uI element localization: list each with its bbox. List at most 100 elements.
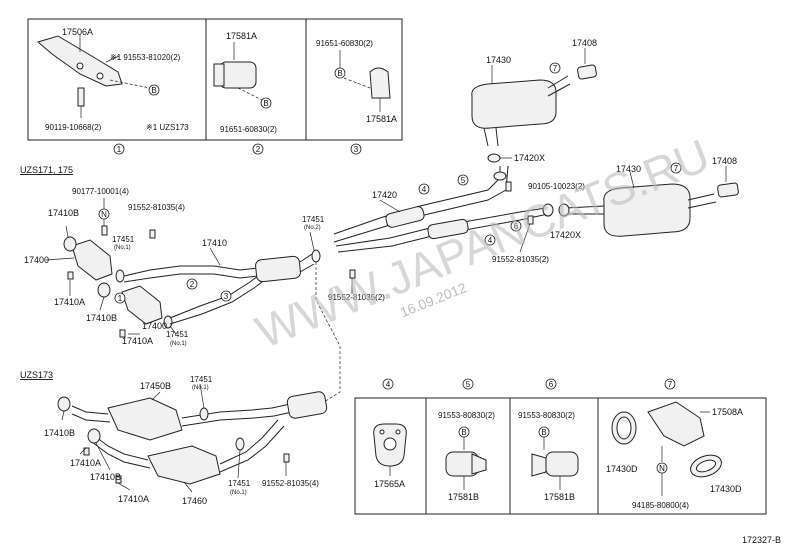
label-17420x: 17420X: [514, 153, 545, 163]
label-17451: 17451: [228, 479, 251, 488]
callout-4: [484, 234, 496, 246]
callout-5: [457, 174, 469, 186]
gasket-17451-u: [199, 407, 209, 421]
callout-7: [664, 378, 676, 390]
callout-6: [510, 220, 522, 232]
callout-6-label: 6: [549, 380, 554, 389]
callout-5: [462, 378, 474, 390]
label-17430: 17430: [486, 55, 511, 65]
label-uzs173-note: ※1 UZS173: [146, 123, 189, 132]
callout-4: [382, 378, 394, 390]
diagram-code: 172327-B: [742, 535, 781, 545]
label-17420x: 17420X: [550, 230, 581, 240]
inset-box-1: B 17506A ※1 91553-81020(2) 90119-10668(2…: [27, 18, 207, 141]
label-91553-80830: 91553-80830(2): [518, 411, 575, 420]
label-17460: 17460: [182, 496, 207, 506]
callout-1: [114, 292, 126, 304]
bolt-91552-a: [149, 229, 156, 239]
label-17410a: 17410A: [118, 494, 149, 504]
callout-1-label: 1: [118, 294, 123, 303]
right-muffler-group: 17430 17408 7 17420X: [550, 156, 739, 240]
tailpipe-tip-17408-b: [717, 182, 739, 198]
label-17581b: 17581B: [544, 492, 575, 502]
label-no1: (No.1): [114, 245, 131, 251]
callout-n-label: N: [659, 464, 665, 473]
inset-box-6: B 91553-80830(2) 17581B: [509, 397, 599, 515]
callout-4-label: 4: [488, 236, 493, 245]
converter-17450b: [107, 397, 183, 441]
callout-4-label: 4: [422, 185, 427, 194]
callout-b-label: B: [461, 428, 466, 437]
callout-2: [252, 143, 264, 155]
label-91552-81035: 91552-81035(2): [328, 293, 385, 302]
label-17451: 17451: [190, 375, 213, 384]
front-pipe-group-uzs173: 17450B 17451 (No.1) 17410B 17410A 17410B…: [44, 375, 328, 506]
label-17451: 17451: [302, 215, 325, 224]
support-17581a-a: [219, 61, 257, 89]
callout-2: [186, 278, 198, 290]
bolt-90105: [505, 181, 512, 192]
nut-17410a-b: [119, 329, 126, 338]
callout-3: [350, 143, 362, 155]
gasket-17410b-d: [87, 428, 101, 444]
label-91552-81035-right: 91552-81035(2): [492, 255, 549, 264]
callout-3-label: 3: [224, 292, 229, 301]
inset-box-4: 17565A: [354, 397, 427, 515]
muffler-17430-b: [603, 183, 691, 237]
label-91651-60830: 91651-60830(2): [220, 125, 277, 134]
gasket-17410b-b: [97, 282, 111, 298]
bolt-91552-d: [283, 453, 290, 463]
callout-5-label: 5: [466, 380, 471, 389]
flange-top: [493, 171, 507, 181]
bolt-91552-b: [527, 215, 534, 225]
label-17506a: 17506A: [62, 27, 93, 37]
bolt-91552-c: [349, 269, 356, 279]
label-90119-10668: 90119-10668(2): [45, 123, 102, 132]
label-17581a: 17581A: [366, 114, 397, 124]
label-91553-80830: 91553-80830(2): [438, 411, 495, 420]
callout-3: [220, 290, 232, 302]
callout-b-label: B: [151, 86, 156, 95]
label-91651-60830: 91651-60830(2): [316, 39, 373, 48]
callout-b: [260, 97, 272, 109]
converter-17400-b: [121, 285, 163, 325]
converter-17460: [147, 445, 221, 485]
bolt-90119: [77, 87, 85, 107]
gasket-17451-l: [235, 437, 245, 451]
converter-17400-a: [71, 239, 113, 281]
gasket-17420x-a: [487, 153, 501, 163]
label-17408: 17408: [712, 156, 737, 166]
upper-muffler-group: 17430 17408 7 17420X: [471, 38, 597, 163]
callout-7: [670, 162, 682, 174]
label-17430d: 17430D: [606, 464, 638, 474]
nut-90177: [101, 225, 108, 236]
label-94185-80800: 94185-80800(4): [632, 501, 689, 510]
label-17410b: 17410B: [48, 208, 79, 218]
callout-4-label: 4: [386, 380, 391, 389]
label-90177-10001: 90177-10001(4): [72, 187, 129, 196]
callout-b: [148, 84, 160, 96]
label-17451: 17451: [166, 330, 189, 339]
label-90105-10023: 90105-10023(2): [528, 182, 585, 191]
callout-b-label: B: [337, 69, 342, 78]
gasket-17410b-c: [57, 396, 71, 412]
nut-17410a-a: [67, 271, 74, 280]
inset-box-7: N 17508A 17430D 94185-80800(4) 17430D: [597, 397, 767, 515]
callout-6-label: 6: [514, 222, 519, 231]
inset-box-5: B 91553-80830(2) 17581B: [425, 397, 511, 515]
label-17508a: 17508A: [712, 407, 743, 417]
label-17410a: 17410A: [122, 336, 153, 346]
callout-7: [549, 62, 561, 74]
label-17430d: 17430D: [710, 484, 742, 494]
label-17410a: 17410A: [54, 297, 85, 307]
label-17420: 17420: [372, 190, 397, 200]
callout-5-label: 5: [461, 176, 466, 185]
callout-6: [545, 378, 557, 390]
label-17410: 17410: [202, 238, 227, 248]
callout-b-label: B: [263, 99, 268, 108]
pre-muffler-uzs173: [286, 391, 328, 419]
label-17410b: 17410B: [44, 428, 75, 438]
inset-box-3: B 91651-60830(2) 17581A: [305, 18, 403, 141]
